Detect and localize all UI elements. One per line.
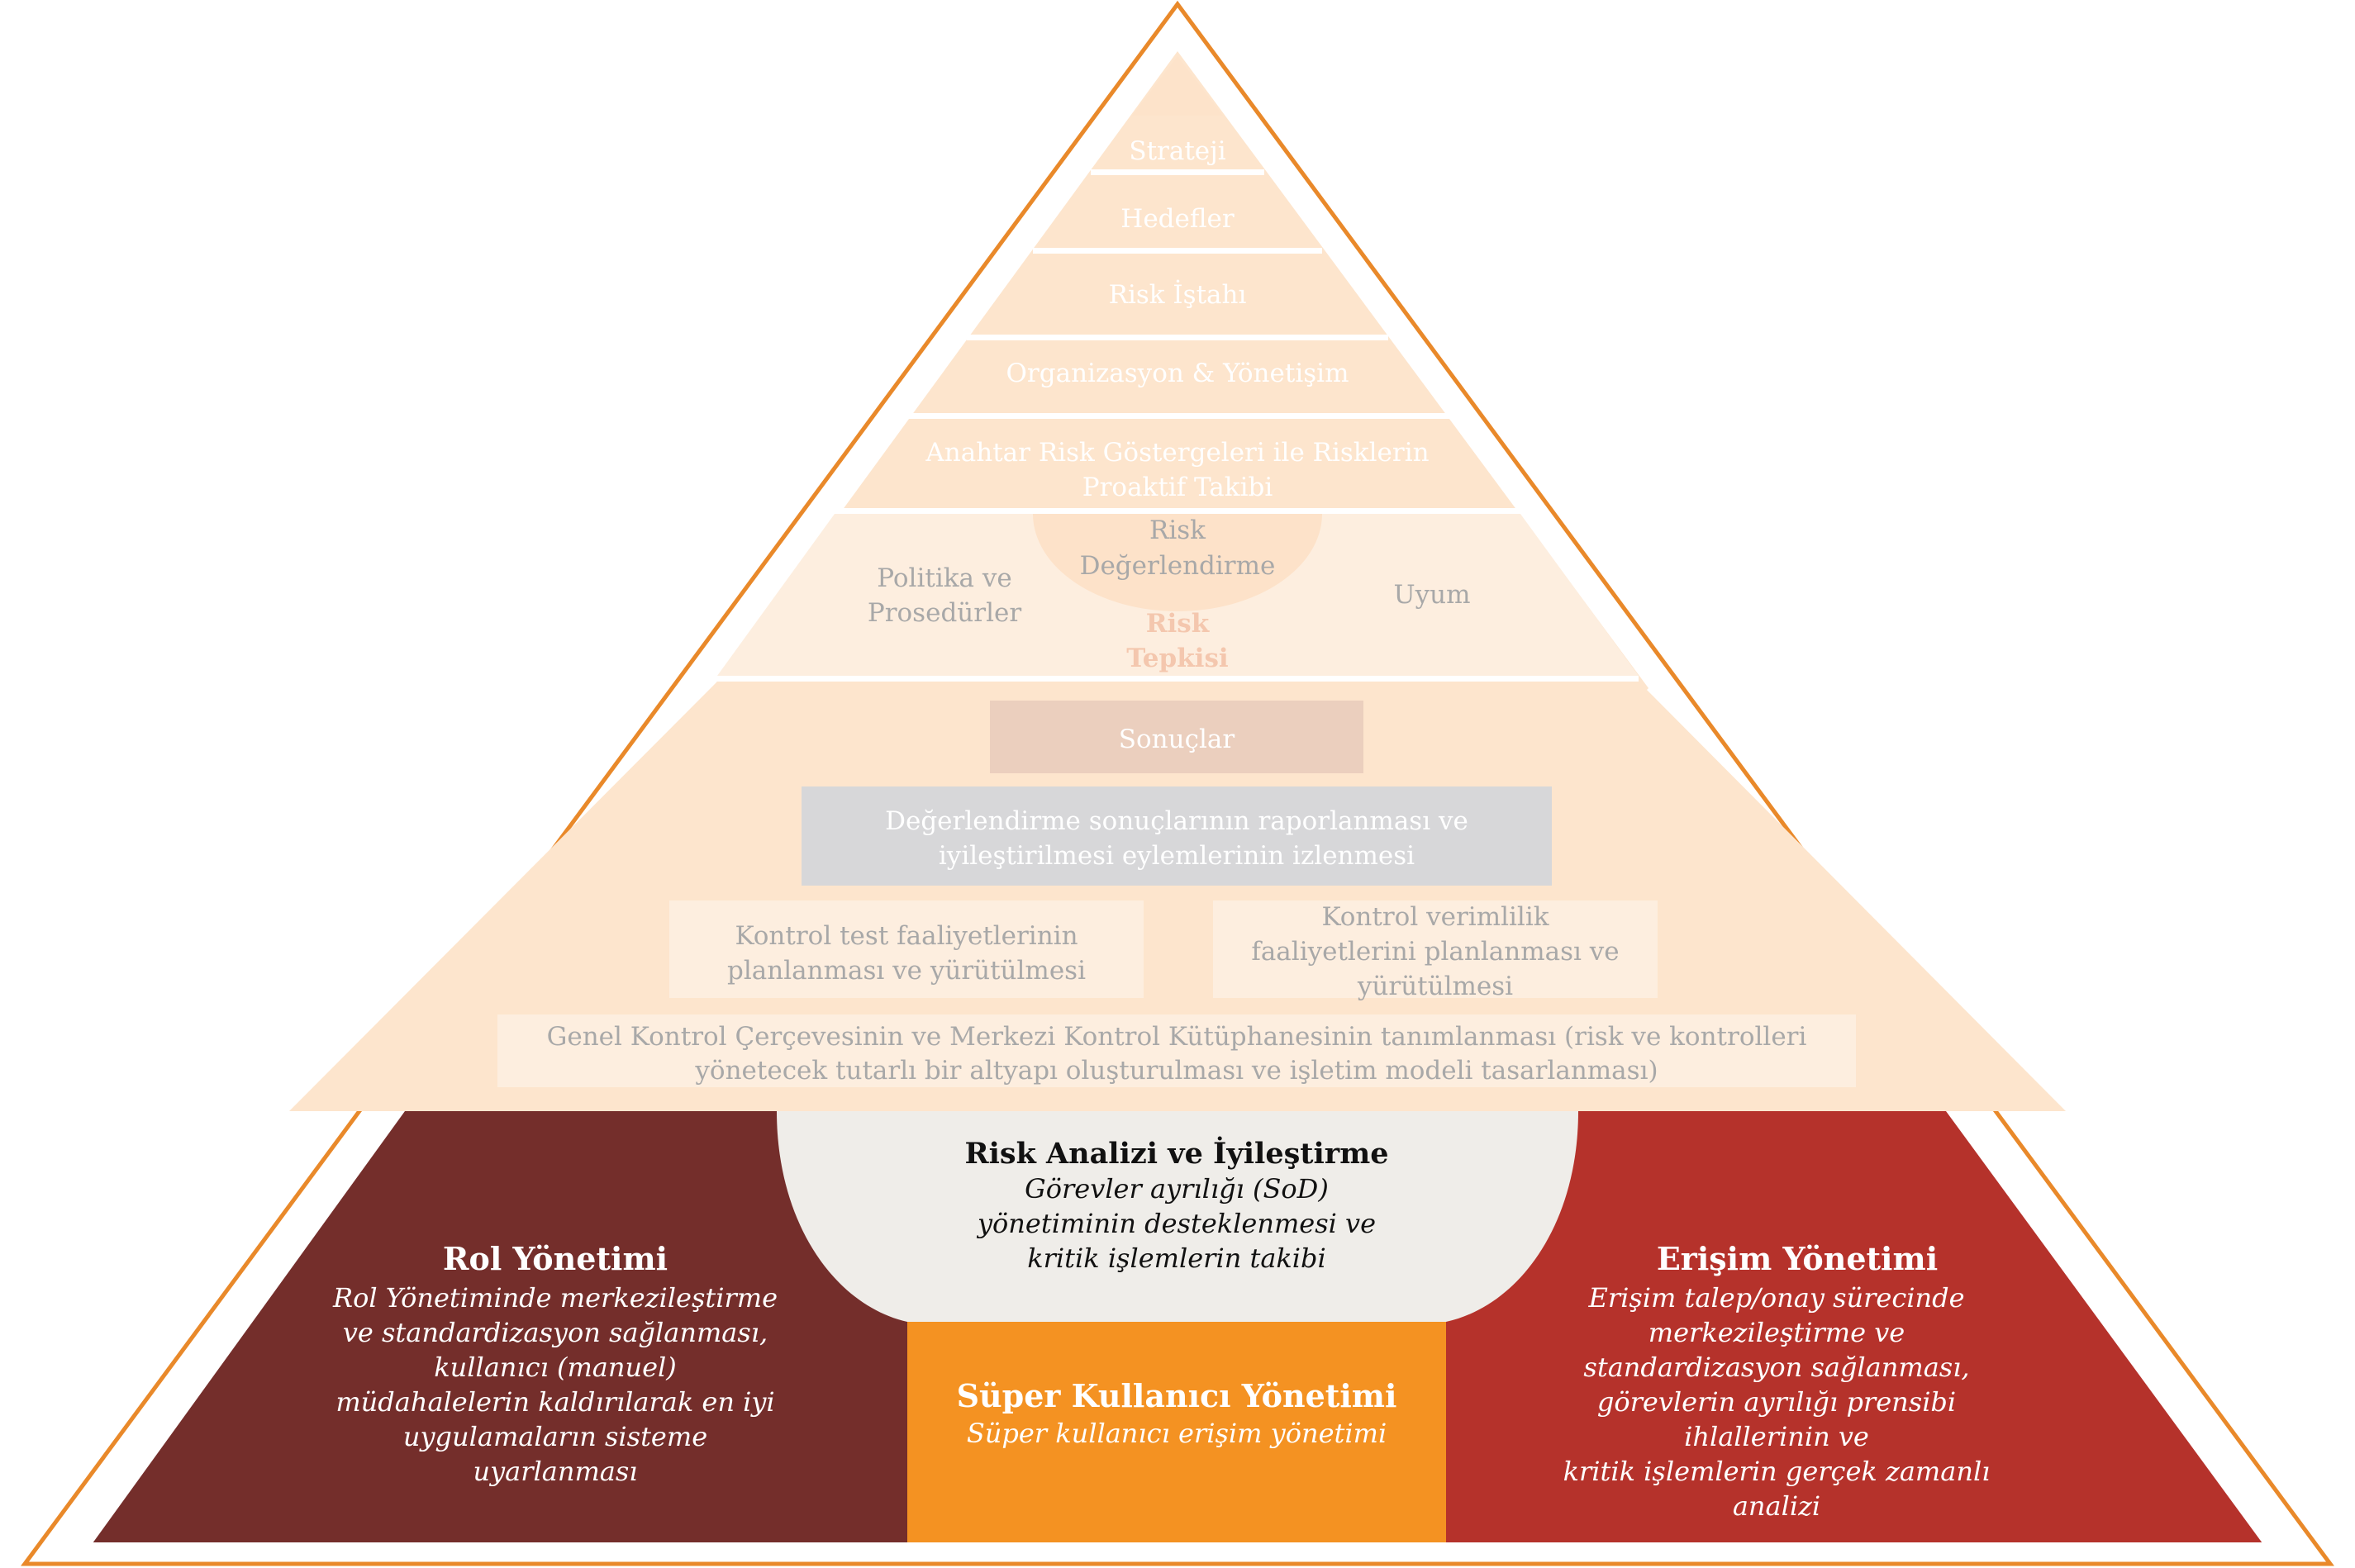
control-efficiency-label-3: yürütülmesi [1357,972,1513,1001]
assessment-label-2: Değerlendirme [1080,551,1276,581]
tier-label-risk-istahi: Risk İştahı [1109,278,1247,310]
super-body: Süper kullanıcı erişim yönetimi [967,1418,1387,1449]
erisim-body-1: Erişim talep/onay sürecinde [1587,1282,1964,1314]
erisim-yonetimi-panel [1446,1111,2262,1543]
erisim-body-5: ihlallerinin ve [1684,1421,1869,1452]
erisim-body-7: analizi [1733,1490,1820,1522]
super-kullanici-panel [907,1322,1446,1543]
sonuclar-label: Sonuçlar [1119,725,1235,754]
sonuclar-box [990,701,1363,773]
erisim-body-2: merkezileştirme ve [1648,1317,1905,1348]
rol-yonetimi-panel [93,1111,907,1543]
super-title: Süper Kullanıcı Yönetimi [957,1377,1397,1414]
tier-label-strateji: Strateji [1129,136,1225,166]
tier-label-anahtar-risk-2: Proaktif Takibi [1082,473,1273,502]
erisim-body-3: standardizasyon sağlanması, [1583,1352,1969,1383]
rol-title: Rol Yönetimi [443,1240,668,1277]
rol-body-2: ve standardizasyon sağlanması, [343,1317,768,1348]
tier-divider [835,508,1520,514]
assessment-label: Risk [1149,516,1206,545]
erisim-body-6: kritik işlemlerin gerçek zamanlı [1563,1456,1991,1487]
rol-body-3: kullanıcı (manuel) [434,1352,677,1383]
policy-label-2: Prosedürler [868,598,1021,628]
lower-upper-band-background [289,682,2066,1111]
rol-body-4: müdahalelerin kaldırılarak en iyi [335,1386,774,1418]
control-test-label-2: planlanması ve yürütülmesi [727,956,1086,986]
tier-divider [1091,169,1264,175]
control-efficiency-label-2: faaliyetlerini planlanması ve [1251,937,1619,967]
response-label-2: Tepkisi [1126,644,1228,673]
control-test-box [669,900,1144,998]
tier-label-hedefler: Hedefler [1120,204,1235,234]
response-label: Risk [1146,609,1211,639]
rol-body-6: uyarlanması [473,1456,637,1487]
tier-divider [905,413,1450,419]
erisim-body-4: görevlerin ayrılığı prensibi [1597,1386,1956,1418]
risk-analizi-body-1: Görevler ayrılığı (SoD) [1025,1173,1329,1205]
reporting-box [802,786,1552,886]
risk-analizi-title: Risk Analizi ve İyileştirme [964,1135,1388,1171]
risk-assessment-bowl [1033,514,1322,611]
rol-body-5: uygulamaların sisteme [403,1421,707,1452]
tier-divider [717,676,1639,682]
framework-label-2: yönetecek tutarlı bir altyapı oluşturulm… [694,1056,1658,1086]
risk-analizi-body-2: yönetiminin desteklenmesi ve [976,1208,1376,1239]
tier-divider [1033,248,1322,254]
tier-label-anahtar-risk: Anahtar Risk Göstergeleri ile Risklerin [925,438,1429,468]
risk-analizi-panel [777,1111,1578,1322]
policy-label: Politika ve [877,563,1011,593]
tier-stack [717,56,1639,682]
framework-box [497,1014,1856,1087]
reporting-label-2: iyileştirilmesi eylemlerinin izlenmesi [939,841,1415,871]
tier-divider [967,335,1388,340]
erisim-title: Erişim Yönetimi [1657,1240,1938,1277]
tier-strateji [1132,56,1223,116]
control-efficiency-label: Kontrol verimlilik [1321,902,1549,932]
control-test-label: Kontrol test faaliyetlerinin [735,921,1078,951]
compliance-label: Uyum [1394,580,1471,610]
reporting-label: Değerlendirme sonuçlarının raporlanması … [885,806,1468,836]
risk-analizi-body-3: kritik işlemlerin takibi [1027,1243,1326,1274]
framework-label: Genel Kontrol Çerçevesinin ve Merkezi Ko… [547,1022,1807,1052]
control-efficiency-box [1213,900,1658,998]
rol-body-1: Rol Yönetiminde merkezileştirme [332,1282,778,1314]
tier-label-organizasyon: Organizasyon & Yönetişim [1006,359,1349,388]
